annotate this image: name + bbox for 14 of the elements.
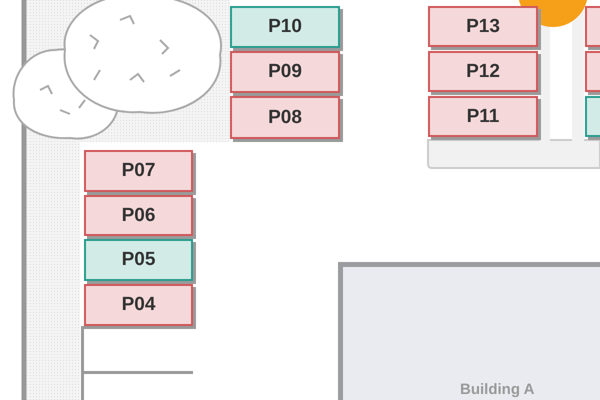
building-outline — [338, 262, 600, 400]
occupied-parking-space: P04 — [84, 284, 193, 326]
occupied-parking-space: P11 — [428, 96, 538, 137]
building-label: Building A — [460, 381, 534, 398]
empty-parking-space — [81, 371, 193, 400]
occupied-parking-space: P07 — [84, 150, 193, 192]
empty-parking-space — [81, 326, 193, 372]
occupied-parking-space: P13 — [428, 6, 538, 47]
occupied-parking-space: P08 — [230, 96, 340, 139]
free-parking-space: P05 — [84, 239, 193, 281]
occupied-parking-space: P09 — [230, 51, 340, 93]
occupied-parking-space: P12 — [428, 51, 538, 92]
free-parking-space: P10 — [230, 6, 340, 48]
occupied-parking-space: P06 — [84, 195, 193, 236]
